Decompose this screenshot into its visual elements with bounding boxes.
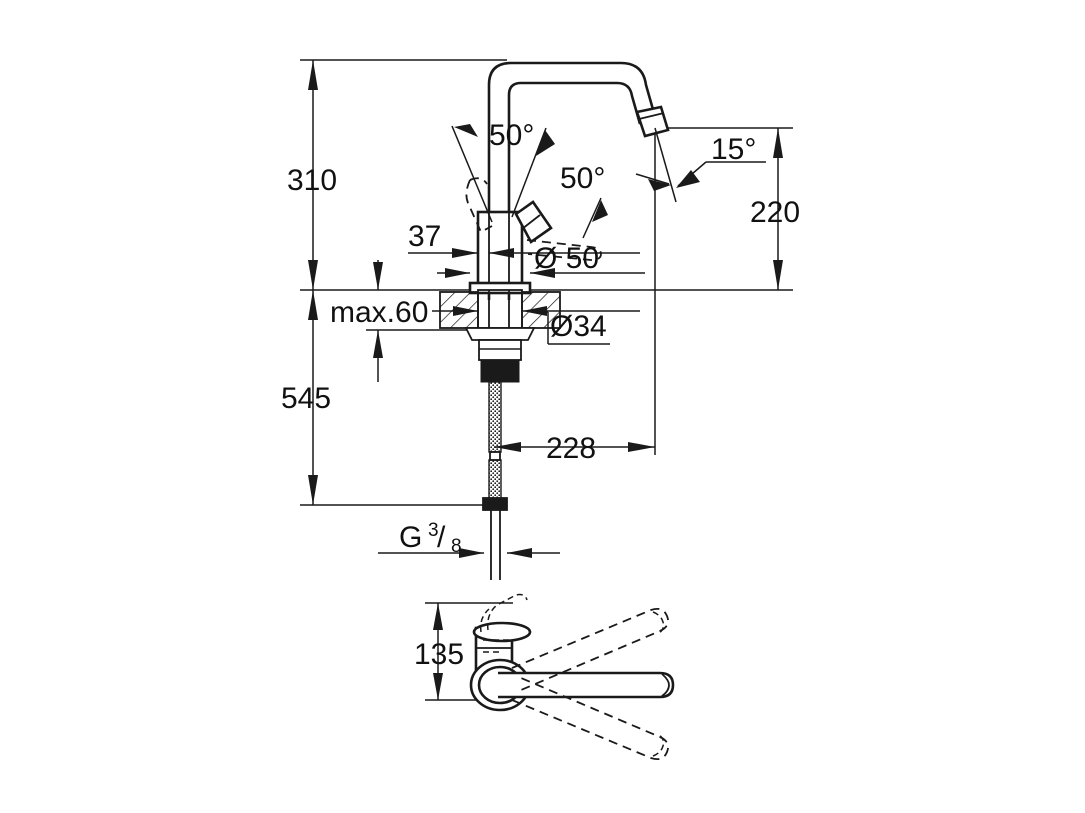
arrow-310-up (308, 60, 318, 90)
arrow-135-down (433, 673, 443, 700)
dimension-310: 310 (287, 60, 337, 290)
spout-inner-profile (507, 81, 642, 300)
dimension-220: 220 (750, 128, 800, 290)
plan-spout-phantom-upper (511, 607, 669, 691)
angle-label-50-right: 50° (560, 162, 605, 195)
dimension-37: 37 (408, 220, 479, 262)
arrow-135-up (433, 603, 443, 630)
base-flange (468, 281, 532, 295)
lever-phantom-left-cap (469, 177, 488, 185)
elevation-view: 310 545 220 (281, 59, 800, 580)
mounting-nut-upper (478, 339, 522, 361)
dimension-label-228: 228 (546, 432, 596, 465)
thread-label-prefix: G (399, 521, 422, 554)
dimension-max-60: max.60 (330, 260, 640, 382)
angle-label-15: 15° (711, 133, 756, 166)
plan-spout-lower-tip (652, 734, 665, 757)
shank-tube (477, 289, 523, 329)
angle-15-leader-left (635, 173, 670, 185)
angle-right-arrow (536, 130, 555, 156)
lever-phantom-positions (465, 177, 602, 261)
marker-arrow-below (373, 330, 383, 358)
plan-lever-phantom-2 (479, 608, 490, 633)
plan-spout-lower (511, 677, 669, 761)
arrow-228-left (494, 442, 521, 452)
hose-end-fitting (482, 497, 508, 511)
plan-spout-phantom-lower (511, 677, 669, 761)
angle-right-leader (511, 127, 547, 218)
dimension-label-310: 310 (287, 164, 337, 197)
hose-joint (489, 451, 501, 461)
arrow-310-down (308, 260, 318, 290)
marker-arrow-counter (373, 262, 383, 290)
thread-label-slash: / (437, 521, 446, 554)
angle-right-leader2 (582, 197, 602, 239)
arrow-37 (452, 248, 478, 258)
plan-spout-solid (498, 671, 675, 699)
plan-view: 135 (414, 593, 675, 761)
arrow-545-up (308, 290, 318, 320)
outlet-tilt-line (654, 127, 677, 203)
thread-label-denominator: 8 (451, 536, 462, 557)
dimension-diameter-50: Ø 50 (437, 242, 645, 278)
mounting-nut-lower (480, 359, 520, 383)
arrow-220-up (773, 128, 783, 158)
dimension-diameter-34: Ø34 (540, 310, 610, 345)
dimension-135: 135 (414, 603, 464, 700)
plan-spout-tip-seam (661, 673, 670, 697)
angle-left-leader (451, 125, 493, 223)
plan-lever-cap (472, 621, 532, 643)
aerator-seam (638, 112, 665, 120)
plan-spout-center (498, 671, 675, 699)
lever-phantom-right (526, 239, 602, 261)
angle-15-arrow-left (648, 179, 671, 191)
lever-solid (514, 200, 553, 244)
angle-50-left: 50° (451, 119, 534, 223)
angle-right-arrow2 (592, 200, 608, 222)
plan-spout-upper-tip (652, 611, 665, 634)
dimension-545: 545 (281, 290, 331, 505)
thread-arrow-right (507, 548, 532, 558)
dimension-228: 228 (494, 432, 655, 465)
plan-spout-upper (511, 607, 669, 691)
flexible-hose-upper (488, 381, 502, 453)
arrow-max60-right (522, 306, 547, 316)
arrow-d50-b-right (530, 268, 555, 278)
arrow-228-right (628, 442, 655, 452)
dimension-label-37: 37 (408, 220, 441, 253)
undercounter-assembly (464, 289, 536, 580)
angle-left-arrow (454, 124, 478, 137)
dimension-label-d34: Ø34 (550, 310, 607, 343)
arrow-d50-b-left (445, 268, 470, 278)
dimension-label-d50: Ø 50 (534, 242, 599, 275)
lever-handle (514, 200, 553, 244)
dimension-label-220: 220 (750, 196, 800, 229)
dimension-label-135: 135 (414, 638, 464, 671)
thread-label-numerator: 3 (428, 520, 439, 541)
thread-callout-g38: G 3 / 8 (378, 520, 560, 558)
spout-aerator (635, 105, 670, 138)
arrow-d50-left (489, 248, 514, 258)
angle-15-arrow (676, 170, 700, 188)
dimension-label-max60: max.60 (330, 296, 428, 329)
dimension-label-545: 545 (281, 382, 331, 415)
angle-50-right: 50° (511, 127, 608, 239)
angle-label-50-left: 50° (489, 119, 534, 152)
arrow-220-down (773, 260, 783, 290)
lever-seam (521, 214, 541, 230)
arrow-545-down (308, 475, 318, 505)
mounting-washer (464, 327, 536, 341)
arrow-max60-left (453, 306, 478, 316)
spout-outer-profile (487, 61, 658, 300)
lever-phantom-left (465, 179, 493, 234)
spout-outline (487, 61, 670, 300)
angle-15: 15° (635, 127, 766, 203)
thread-arrow-left (459, 548, 484, 558)
